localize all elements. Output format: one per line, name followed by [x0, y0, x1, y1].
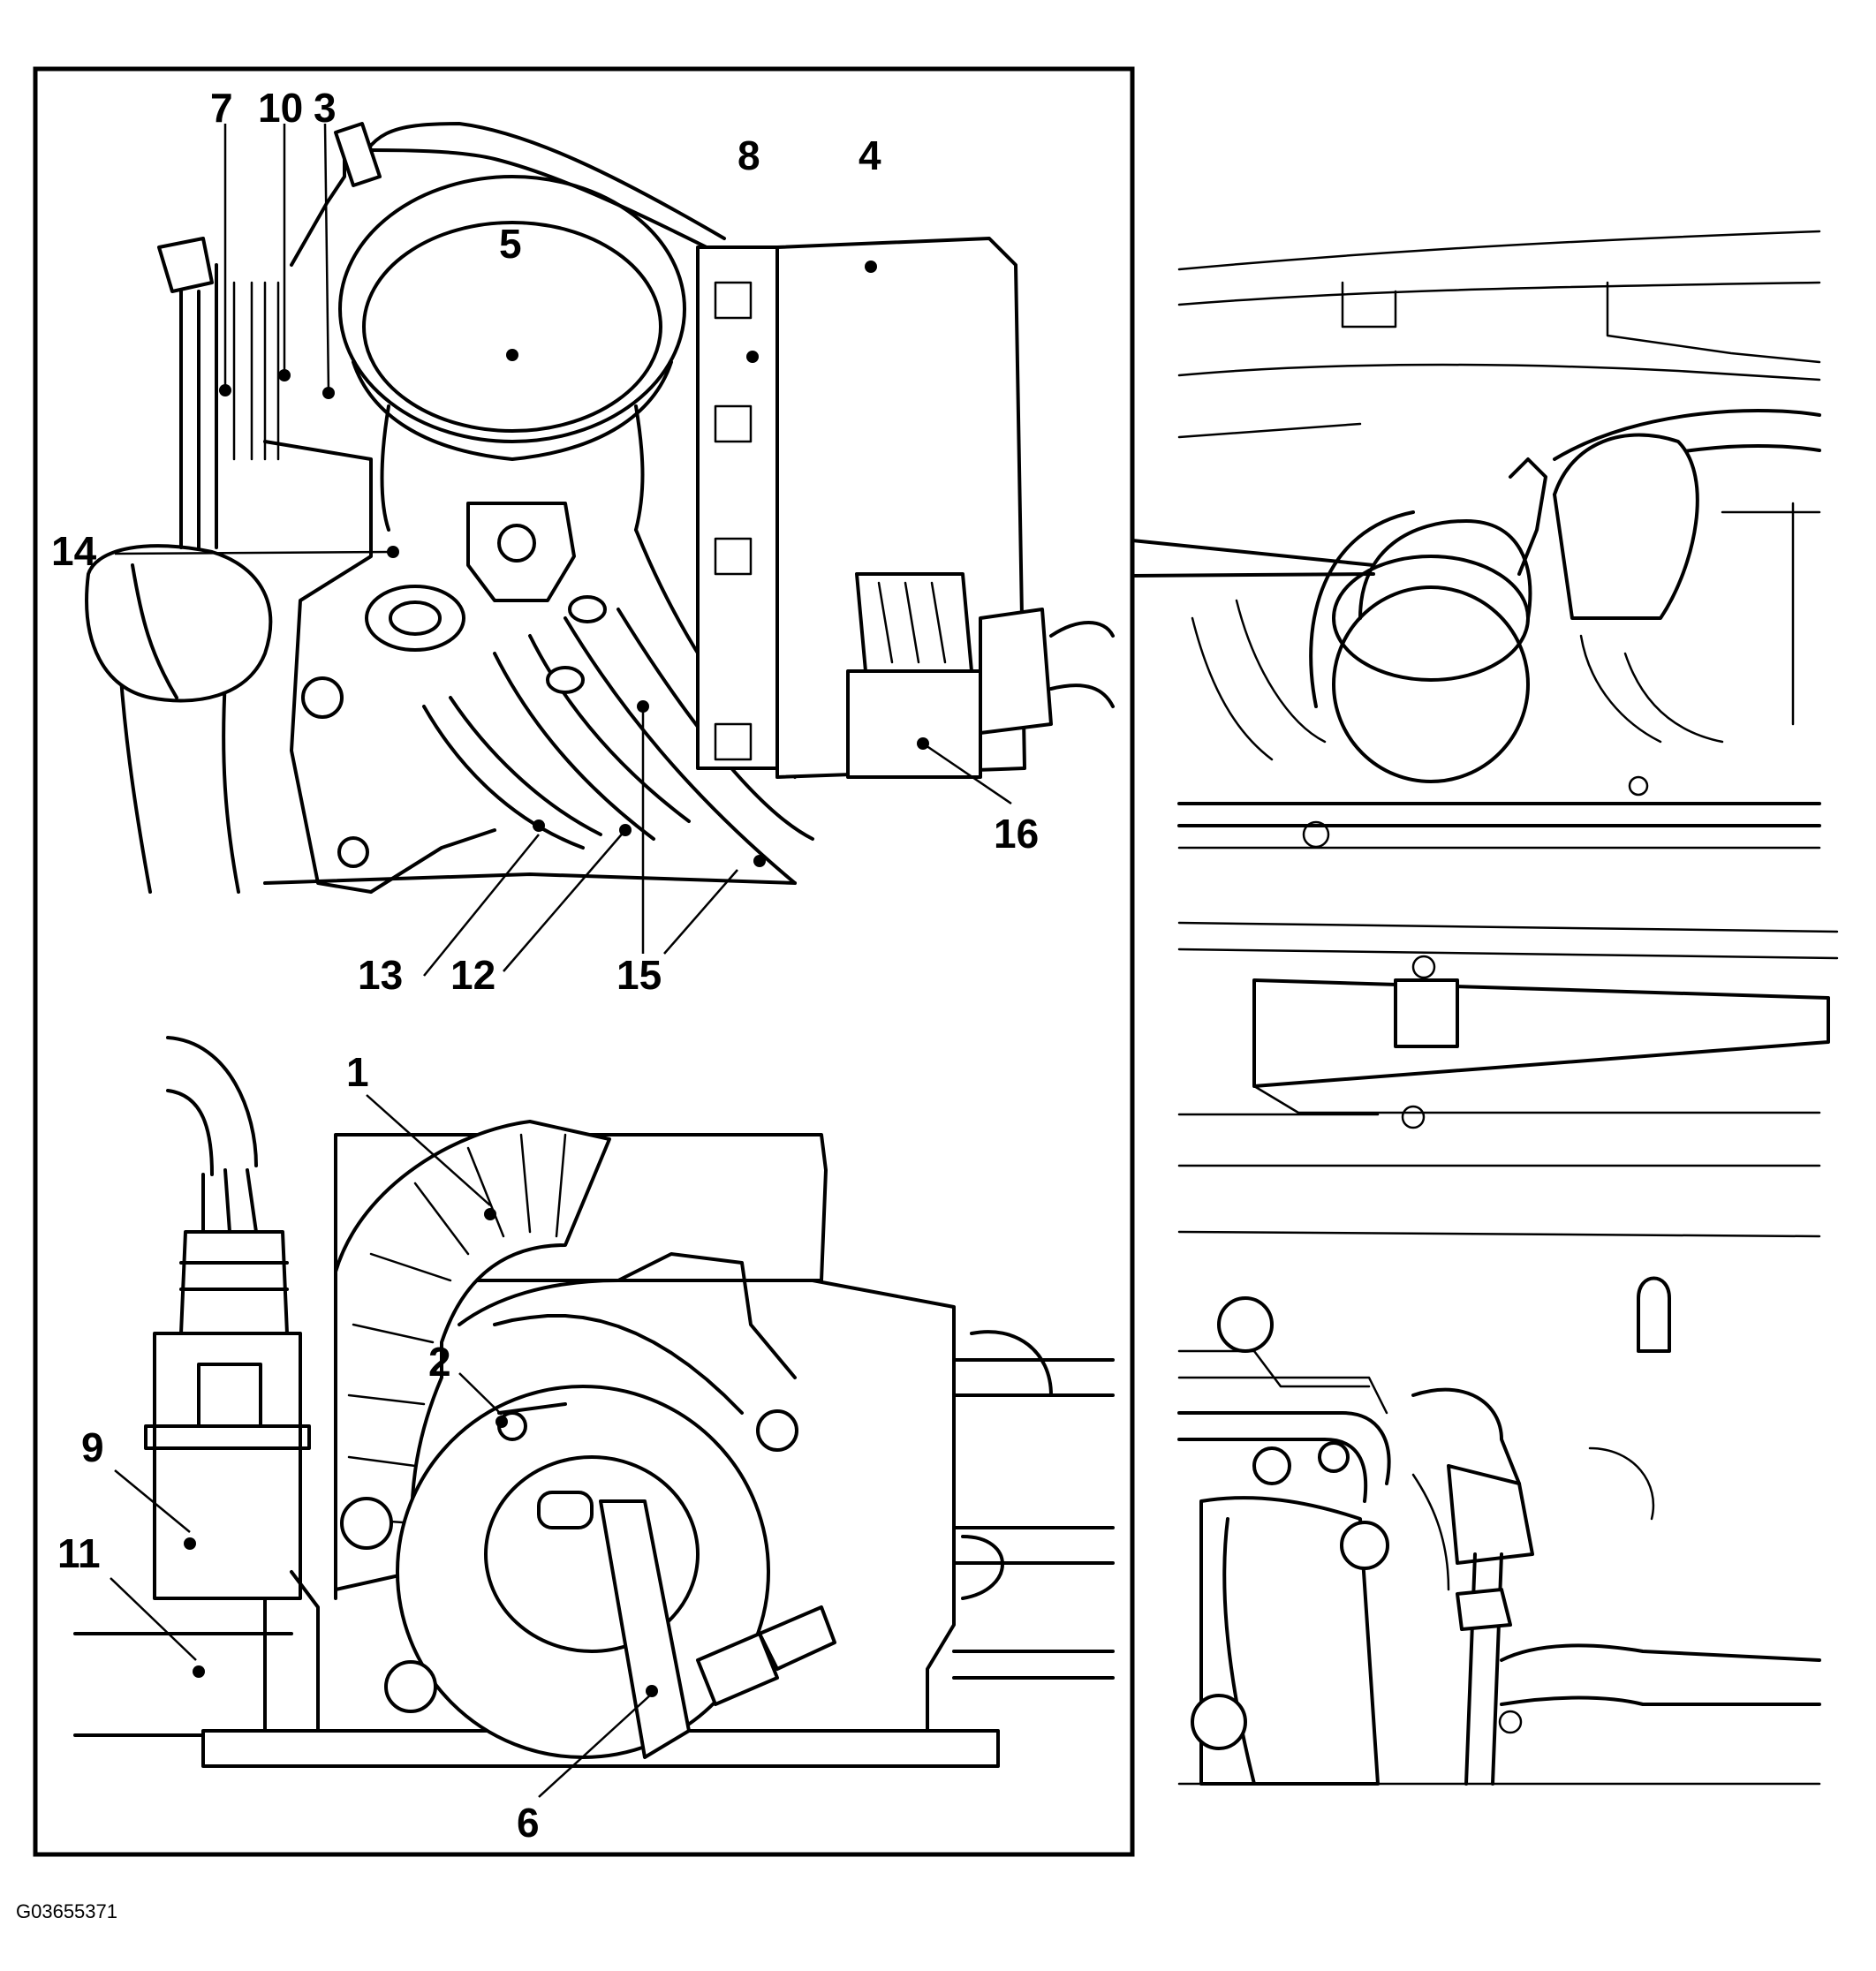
callout-9: 9	[81, 1424, 104, 1470]
detail-frame	[33, 66, 1135, 1857]
callout-1: 1	[346, 1049, 369, 1095]
callout-15: 15	[617, 952, 662, 998]
callout-10: 10	[258, 85, 303, 131]
throttle-body-side-view	[73, 1036, 1115, 1768]
callout-7: 7	[210, 85, 233, 131]
callout-16: 16	[994, 811, 1039, 857]
callout-8: 8	[738, 132, 760, 178]
callout-14: 14	[51, 528, 97, 574]
callout-dots	[184, 261, 929, 1697]
throttle-body-top-view	[85, 122, 1115, 894]
callout-2: 2	[428, 1339, 451, 1385]
callout-13: 13	[358, 952, 403, 998]
callout-5: 5	[499, 221, 522, 267]
callout-4: 4	[859, 132, 881, 178]
callout-11: 11	[57, 1530, 101, 1576]
detail-pointer	[1131, 539, 1375, 578]
callout-3: 3	[314, 85, 337, 131]
leader-lines	[110, 123, 1012, 1798]
callout-12: 12	[450, 952, 495, 998]
engine-bay-overview	[1177, 230, 1839, 1786]
figure-id: G03655371	[16, 1900, 117, 1922]
callout-6: 6	[517, 1800, 540, 1846]
